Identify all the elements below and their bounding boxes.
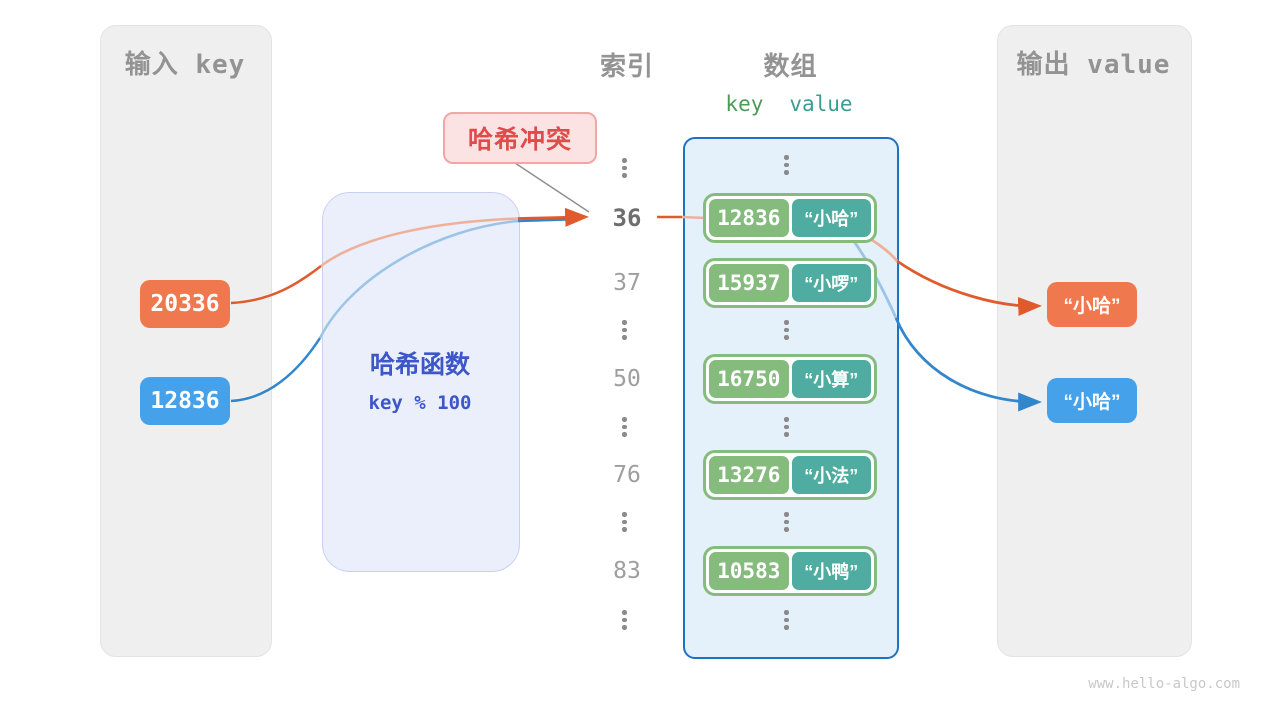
bucket-row-76: 13276 “小法” — [703, 450, 877, 500]
arrow-to-index-36 — [517, 207, 589, 227]
bucket-row-83: 10583 “小鸭” — [703, 546, 877, 596]
value-header-label: value — [789, 92, 853, 116]
vertical-ellipsis-icon — [784, 610, 789, 630]
bucket-value: “小鸭” — [791, 552, 871, 590]
bucket-key: 13276 — [709, 456, 789, 494]
bucket-key: 10583 — [709, 552, 789, 590]
index-83: 83 — [613, 558, 641, 584]
index-76: 76 — [613, 462, 641, 488]
vertical-ellipsis-icon — [784, 512, 789, 532]
collision-connector-line — [511, 160, 590, 213]
bucket-row-37: 15937 “小啰” — [703, 258, 877, 308]
hash-function-box — [322, 192, 520, 572]
input-key-20336: 20336 — [140, 280, 230, 328]
index-column-title: 索引 — [599, 51, 654, 81]
output-value-blue-label: “小哈” — [1063, 392, 1121, 413]
index-37: 37 — [613, 270, 641, 296]
output-panel-title: 输出 value — [1016, 50, 1171, 80]
hash-function-formula: key % 100 — [368, 392, 472, 414]
collision-callout-label: 哈希冲突 — [467, 126, 572, 154]
bucket-key: 15937 — [709, 264, 789, 302]
vertical-ellipsis-icon — [622, 610, 627, 630]
bucket-key: 16750 — [709, 360, 789, 398]
vertical-ellipsis-icon — [784, 155, 789, 175]
bucket-value: “小法” — [791, 456, 871, 494]
array-column-title: 数组 — [763, 51, 818, 81]
input-panel-title: 输入 key — [124, 50, 246, 80]
bucket-value: “小哈” — [791, 199, 871, 237]
input-key-12836: 12836 — [140, 377, 230, 425]
watermark-url: www.hello-algo.com — [1088, 676, 1240, 692]
bucket-row-36: 12836 “小哈” — [703, 193, 877, 243]
output-value-orange: “小哈” — [1047, 282, 1137, 327]
bucket-key: 12836 — [709, 199, 789, 237]
vertical-ellipsis-icon — [622, 158, 627, 178]
input-key-20336-label: 20336 — [150, 291, 220, 317]
output-panel — [997, 25, 1192, 657]
input-key-12836-label: 12836 — [150, 388, 220, 414]
vertical-ellipsis-icon — [784, 417, 789, 437]
vertical-ellipsis-icon — [622, 512, 627, 532]
index-36: 36 — [612, 204, 642, 232]
vertical-ellipsis-icon — [622, 320, 627, 340]
collision-callout: 哈希冲突 — [443, 112, 597, 164]
vertical-ellipsis-icon — [622, 417, 627, 437]
output-value-orange-label: “小哈” — [1063, 296, 1121, 317]
hash-function-name: 哈希函数 — [369, 351, 470, 379]
output-value-blue: “小哈” — [1047, 378, 1137, 423]
array-kv-header: key value — [683, 92, 895, 116]
index-50: 50 — [613, 366, 641, 392]
input-panel — [100, 25, 272, 657]
key-header-label: key — [725, 92, 764, 116]
bucket-value: “小算” — [791, 360, 871, 398]
arrow-input-blue-exit — [517, 217, 581, 223]
bucket-row-50: 16750 “小算” — [703, 354, 877, 404]
bucket-value: “小啰” — [791, 264, 871, 302]
vertical-ellipsis-icon — [784, 320, 789, 340]
